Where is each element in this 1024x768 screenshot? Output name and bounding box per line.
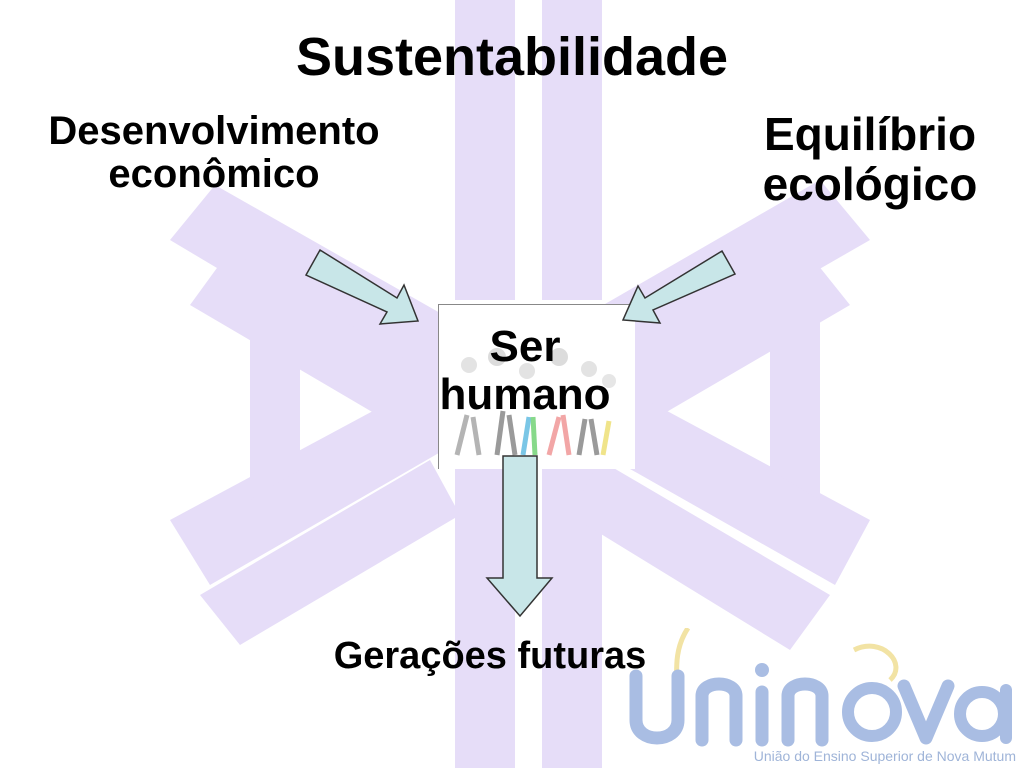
node-right-line-2: ecológico bbox=[762, 157, 978, 210]
arrow-right-to-center bbox=[621, 249, 737, 324]
node-desenvolvimento-economico: Desenvolvimento econômico bbox=[14, 109, 414, 197]
logo-tagline: União do Ensino Superior de Nova Mutum bbox=[753, 748, 1016, 764]
arrow-center-to-bottom bbox=[485, 455, 554, 618]
center-line-1: Ser bbox=[489, 322, 561, 371]
node-equilibrio-ecologico: Equilíbrio ecológico bbox=[730, 108, 1010, 210]
node-ser-humano: Ser humano bbox=[438, 304, 635, 469]
node-left-line-2: econômico bbox=[108, 152, 320, 197]
arrow-left-to-center bbox=[304, 248, 420, 325]
diagram-title: Sustentabilidade bbox=[295, 27, 729, 87]
people-clipart-icon bbox=[454, 348, 616, 456]
uninova-logo: União do Ensino Superior de Nova Mutum bbox=[618, 628, 1018, 768]
node-geracoes-futuras: Gerações futuras bbox=[333, 635, 647, 677]
node-right-line-1: Equilíbrio bbox=[763, 108, 977, 160]
node-left-line-1: Desenvolvimento bbox=[48, 109, 380, 153]
uninova-logo-mark bbox=[629, 628, 1012, 747]
center-line-2: humano bbox=[439, 370, 611, 420]
center-label: Ser humano bbox=[439, 322, 611, 420]
